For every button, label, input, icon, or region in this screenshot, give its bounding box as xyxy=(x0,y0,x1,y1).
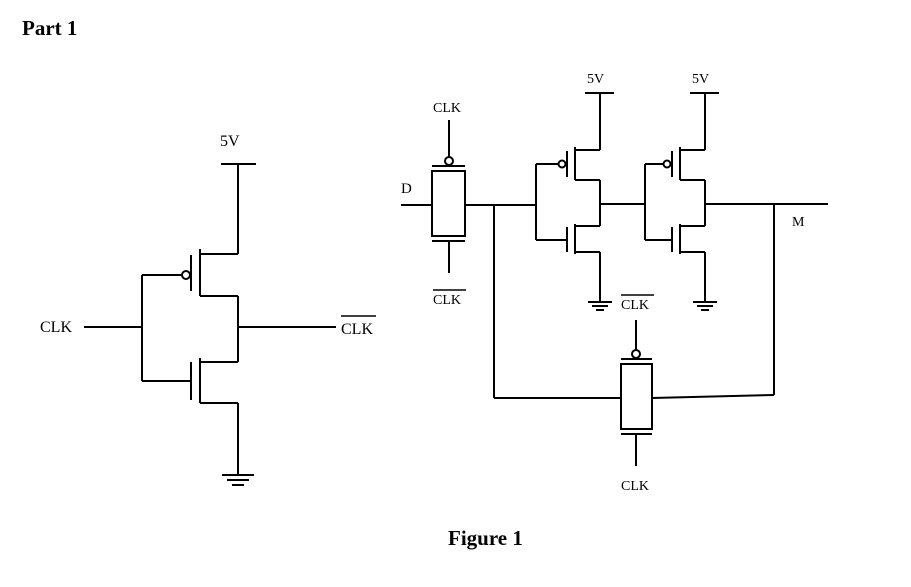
transmission-gate-1 xyxy=(431,120,466,273)
latch-circuit: D CLK CLK xyxy=(401,72,828,494)
latch-output-label: M xyxy=(792,215,805,230)
figure-caption: Figure 1 xyxy=(448,526,523,550)
ground-icon xyxy=(693,301,717,311)
inverter-output-label: CLK xyxy=(341,321,373,338)
transmission-gate-2 xyxy=(620,320,653,466)
pmos-bubble xyxy=(181,270,191,280)
latch-inverter-2 xyxy=(644,92,719,311)
latch-inverter-1 xyxy=(535,92,614,311)
ground-icon xyxy=(222,474,254,486)
feedback-return-wire xyxy=(651,394,775,399)
inverter-input-label: CLK xyxy=(40,319,72,336)
inv2-supply-label: 5V xyxy=(692,72,709,87)
page-title: Part 1 xyxy=(22,16,78,40)
ground-icon xyxy=(588,301,612,311)
tg2-bottom-label: CLK xyxy=(621,479,649,494)
tg1-top-label: CLK xyxy=(433,101,461,116)
tg1-bottom-label: CLK xyxy=(433,293,461,308)
inverter-supply-label: 5V xyxy=(220,133,240,150)
tg2-top-label: CLK xyxy=(621,298,649,313)
inv1-supply-label: 5V xyxy=(587,72,604,87)
cmos-inverter: 5V CLK CLK xyxy=(40,133,376,486)
latch-d-label: D xyxy=(401,181,412,197)
